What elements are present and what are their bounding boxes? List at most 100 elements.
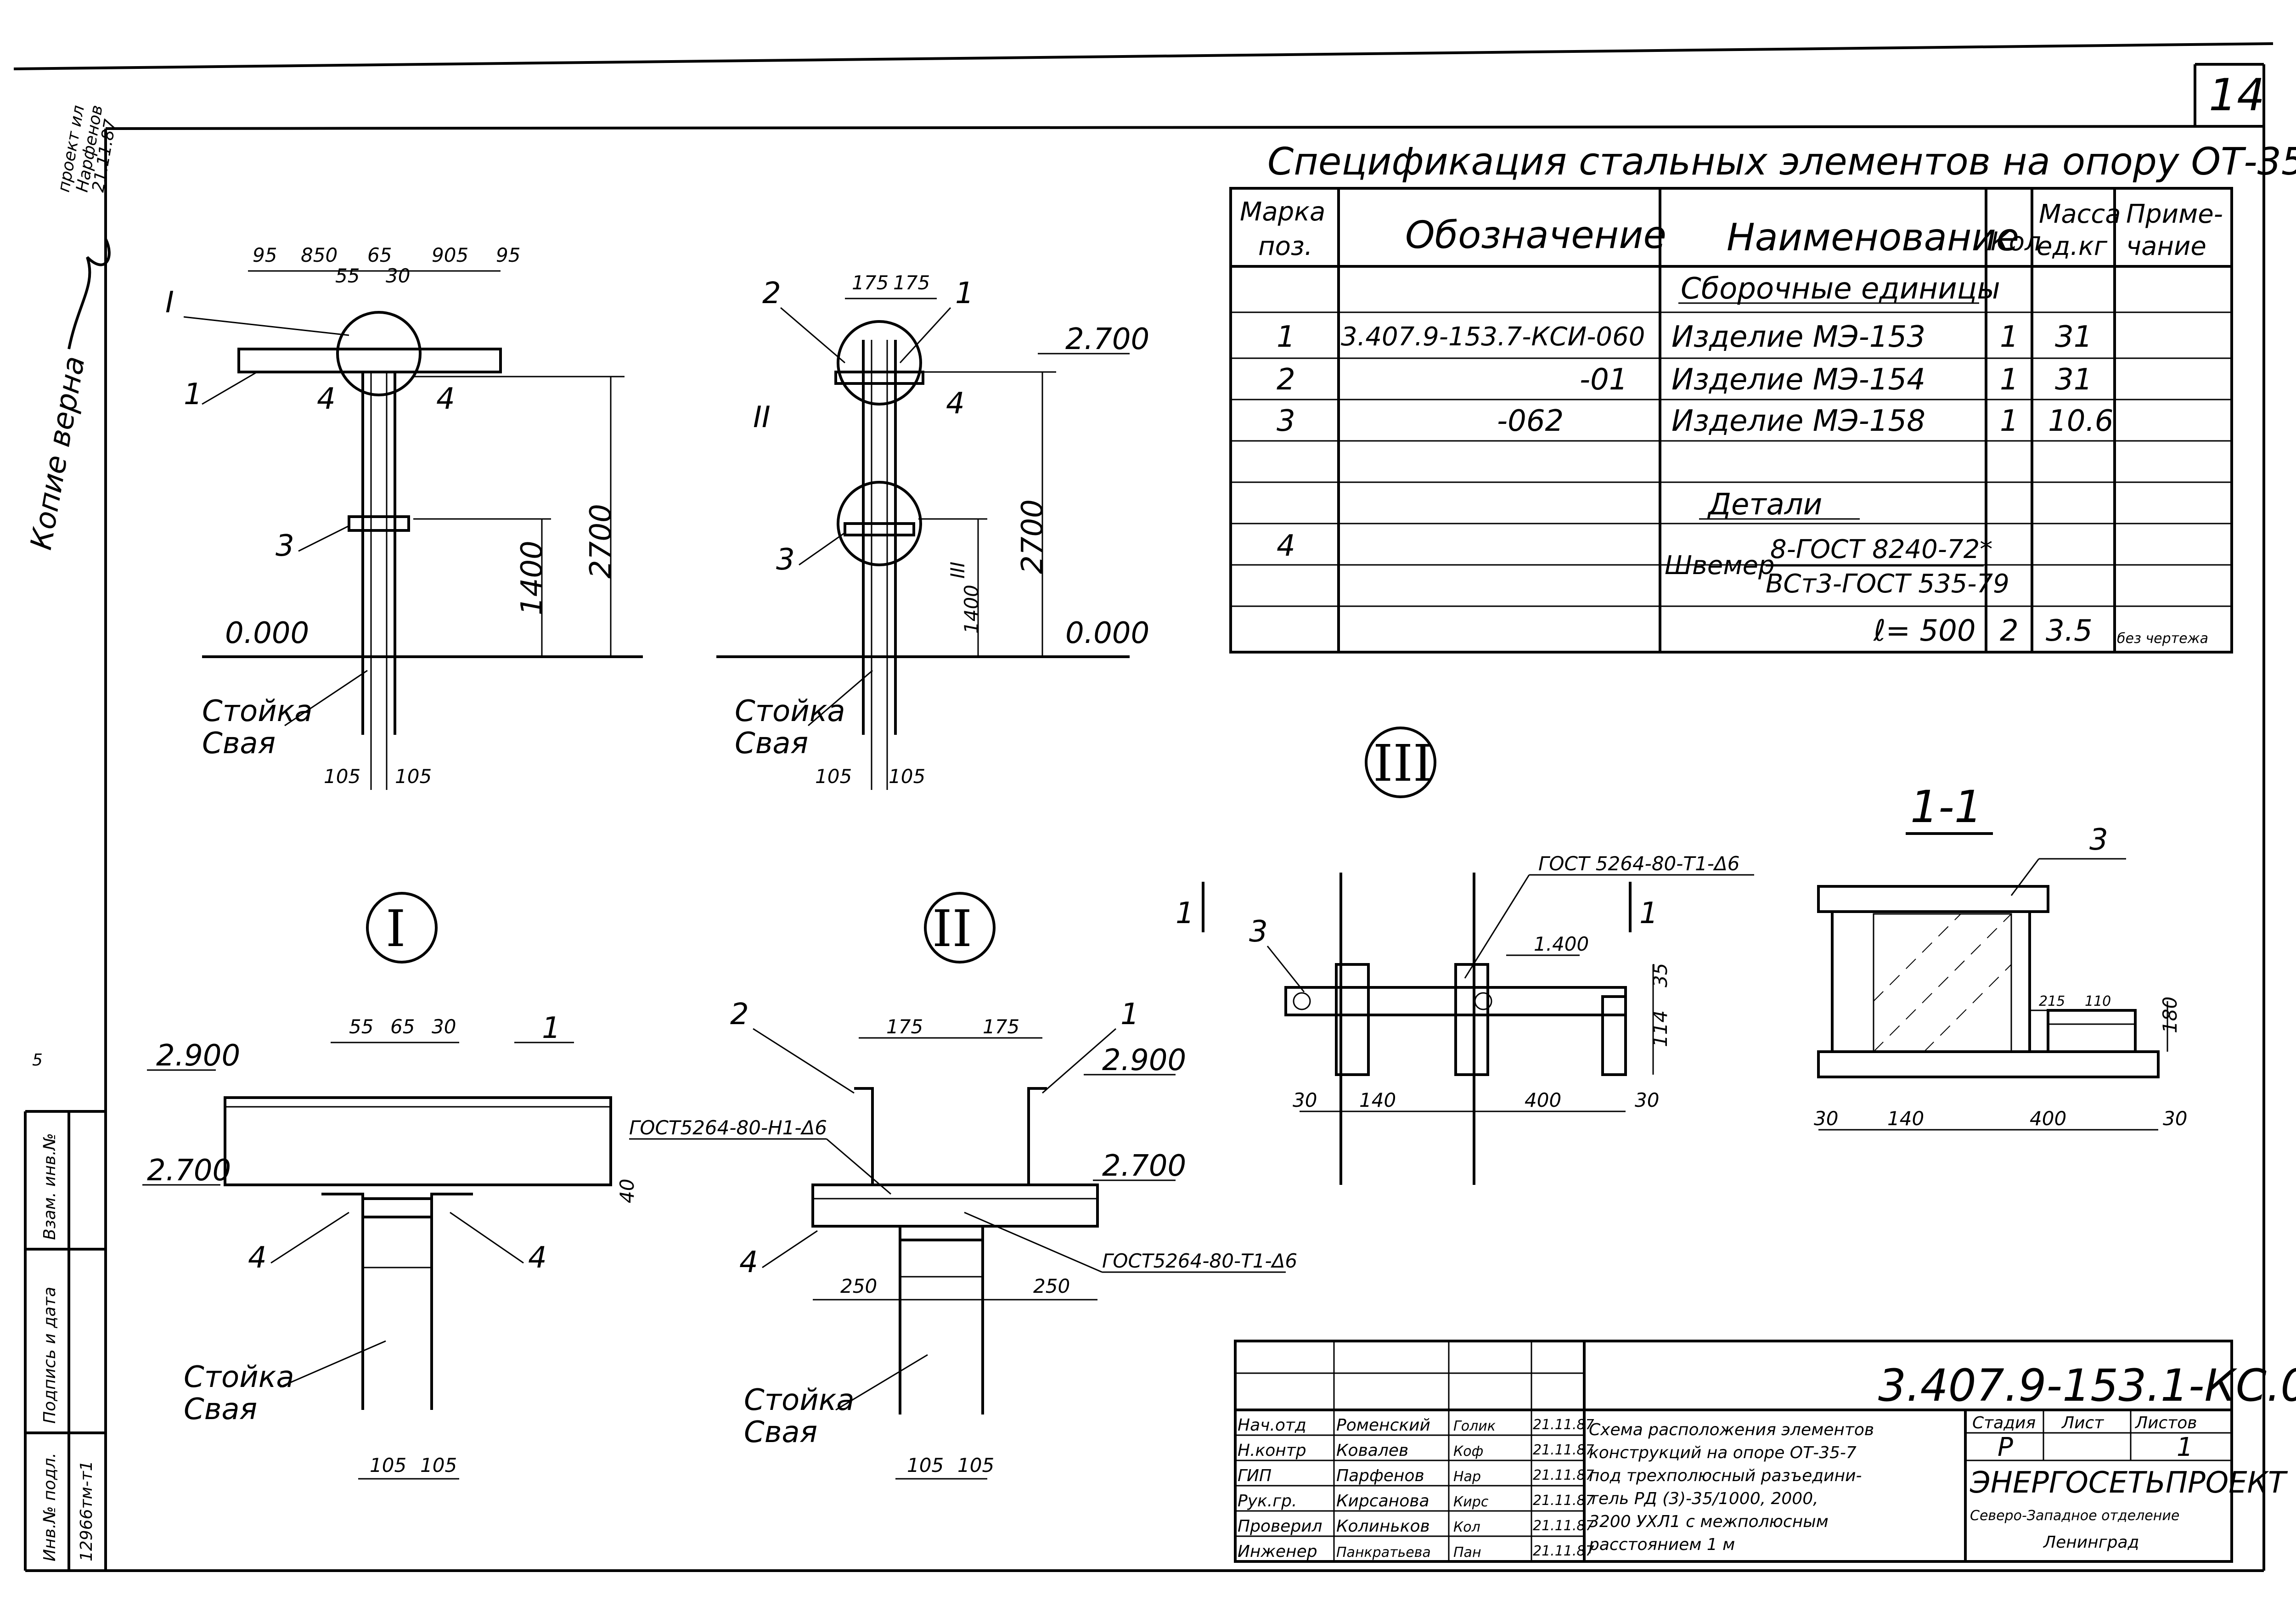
row3-qty: 1	[2000, 404, 2019, 438]
hdr-designation: Обозначение	[1405, 214, 1666, 257]
sheet-frame: 14	[13, 42, 2273, 1572]
vb-label-1: 1	[955, 276, 974, 310]
tb-sheet-label: Лист	[2061, 1414, 2104, 1432]
tb-date-3: 21.11.87	[1533, 1493, 1594, 1509]
row3-designation: -062	[1497, 404, 1564, 438]
tb-sheets-label: Листов	[2134, 1414, 2197, 1432]
detail-iii-dim-3: 30	[1635, 1089, 1659, 1111]
detail-ii-label-1: 1	[1120, 997, 1139, 1031]
tb-name-2: Парфенов	[1336, 1466, 1424, 1485]
detail-qty: 2	[2000, 614, 2019, 648]
hdr-mark-2: поз.	[1258, 231, 1312, 261]
tb-role-0: Нач.отд	[1238, 1416, 1306, 1435]
detail-iii-dim-2: 400	[1525, 1089, 1561, 1111]
va-dim-mid-0: 55	[335, 265, 360, 287]
row1-designation: 3.407.9-153.7-КСИ-060	[1341, 322, 1645, 352]
vb-ground: 0.000	[1065, 616, 1149, 650]
vb-pile: Свая	[735, 727, 808, 761]
tb-desc-4: 3200 УХЛ1 с межполюсным	[1589, 1512, 1829, 1531]
detail-mark: 4	[1277, 529, 1295, 563]
detail-i-pile: Свая	[184, 1392, 257, 1426]
section-details: Детали	[1707, 488, 1822, 522]
detail-iii-section-r: 1	[1639, 896, 1658, 930]
tb-date-1: 21.11.87	[1533, 1442, 1594, 1458]
section-dim-bot-1: 140	[1887, 1107, 1924, 1130]
va-label-4b: 4	[436, 382, 455, 416]
detail-ii-post: Стойка	[744, 1383, 855, 1417]
detail-length: ℓ= 500	[1873, 614, 1976, 648]
detail-ii-dim-0: 175	[886, 1015, 923, 1038]
detail-iii-roman: III	[1373, 734, 1433, 793]
section-dim-bot-3: 30	[2163, 1107, 2187, 1130]
hdr-qty: Кол	[1991, 227, 2041, 257]
detail-i-dim-0: 55	[349, 1015, 373, 1038]
tb-desc-2: под трехполюсный разъедини-	[1589, 1466, 1862, 1485]
detail-iii-weld: ГОСТ 5264-80-Т1-Δ6	[1538, 852, 1739, 875]
tb-sign-0: Голик	[1453, 1418, 1496, 1434]
va-label-3: 3	[276, 529, 294, 563]
detail-std1: 8-ГОСТ 8240-72*	[1770, 535, 1992, 564]
va-height-total: 2700	[584, 504, 618, 579]
detail-i-dim-bot-1: 105	[420, 1454, 457, 1476]
strip-inv-number: 12966тм-т1	[77, 1460, 96, 1561]
detail-i-label-4a: 4	[248, 1241, 267, 1275]
detail-ii-label-2: 2	[730, 997, 749, 1031]
va-label-4a: 4	[317, 382, 336, 416]
section-height: 180	[2159, 997, 2181, 1033]
va-height-mid: 1400	[515, 541, 549, 615]
tb-date-0: 21.11.87	[1533, 1417, 1594, 1433]
tb-role-4: Проверил	[1238, 1517, 1322, 1536]
vb-label-3: 3	[776, 543, 795, 577]
view-b: 175 175 2 1 4 II 3 III 2.700 2700 1400 0…	[716, 271, 1149, 790]
detail-iii-label-3: 3	[1249, 915, 1268, 949]
tb-role-1: Н.контр	[1238, 1441, 1306, 1460]
spec-table: Спецификация стальных элементов на опору…	[1229, 140, 2296, 654]
row2-mark: 2	[1277, 363, 1295, 397]
vb-callout-iii: III	[946, 562, 969, 579]
section-dim-bot-2: 400	[2030, 1107, 2066, 1130]
sheet-number: 14	[2209, 69, 2265, 121]
vb-post: Стойка	[735, 694, 845, 728]
tb-date-5: 21.11.87	[1533, 1543, 1594, 1559]
va-dim-bot-0: 105	[324, 765, 360, 788]
vb-dim-bot-0: 105	[815, 765, 852, 788]
va-dim-1: 850	[301, 244, 338, 266]
section-dim-215: 215	[2039, 993, 2065, 1009]
section-dim-bot-0: 30	[1814, 1107, 1838, 1130]
margin-note-line4: Копие верна	[24, 354, 92, 552]
strip-mark: 5	[32, 1051, 43, 1070]
tb-sign-4: Кол	[1453, 1519, 1480, 1535]
va-dim-4: 95	[496, 244, 520, 266]
tb-org1: ЭНЕРГОСЕТЬПРОЕКТ	[1970, 1466, 2288, 1500]
vb-dim-0: 175	[852, 271, 889, 294]
row1-name: Изделие МЭ-153	[1671, 320, 1925, 354]
tb-role-5: Инженер	[1238, 1542, 1317, 1561]
vb-height-total: 2700	[1016, 499, 1050, 574]
tb-date-2: 21.11.87	[1533, 1467, 1594, 1483]
va-dim-0: 95	[253, 244, 277, 266]
tb-sign-2: Нар	[1453, 1469, 1481, 1485]
detail-i-dim-bot-0: 105	[370, 1454, 406, 1476]
va-dim-3: 905	[432, 244, 468, 266]
section-1-1: 1-1 3 215 110 180 30 140 400 30	[1814, 781, 2187, 1131]
va-dim-mid-1: 30	[386, 265, 410, 287]
va-ground: 0.000	[225, 616, 309, 650]
hdr-mark-1: Марка	[1240, 197, 1325, 227]
hdr-name: Наименование	[1727, 216, 2019, 259]
detail-ii-elev-mid: 2.700	[1102, 1149, 1186, 1183]
va-post: Стойка	[202, 694, 313, 728]
section-assembly: Сборочные единицы	[1681, 272, 2000, 306]
detail-mass: 3.5	[2046, 614, 2093, 648]
strip-vzam: Взам. инв.№	[40, 1133, 59, 1240]
detail-ii: II 175 175 2 1 2.900 2.700 ГОСТ5264-80-Н…	[629, 892, 1297, 1480]
detail-i-dim-2: 30	[432, 1015, 456, 1038]
row3-mass: 10.6	[2048, 404, 2114, 438]
detail-ii-dim-bot-1: 105	[957, 1454, 994, 1476]
vb-dim-bot-1: 105	[889, 765, 925, 788]
tb-name-0: Роменский	[1336, 1416, 1430, 1435]
va-pile: Свая	[202, 727, 276, 761]
margin-signature	[68, 238, 111, 349]
detail-ii-dim-1: 175	[983, 1015, 1019, 1038]
left-strip: Взам. инв.№ Подпись и дата Инв.№ подл. 1…	[24, 1051, 106, 1571]
spec-title: Спецификация стальных элементов на опору…	[1267, 140, 2296, 184]
